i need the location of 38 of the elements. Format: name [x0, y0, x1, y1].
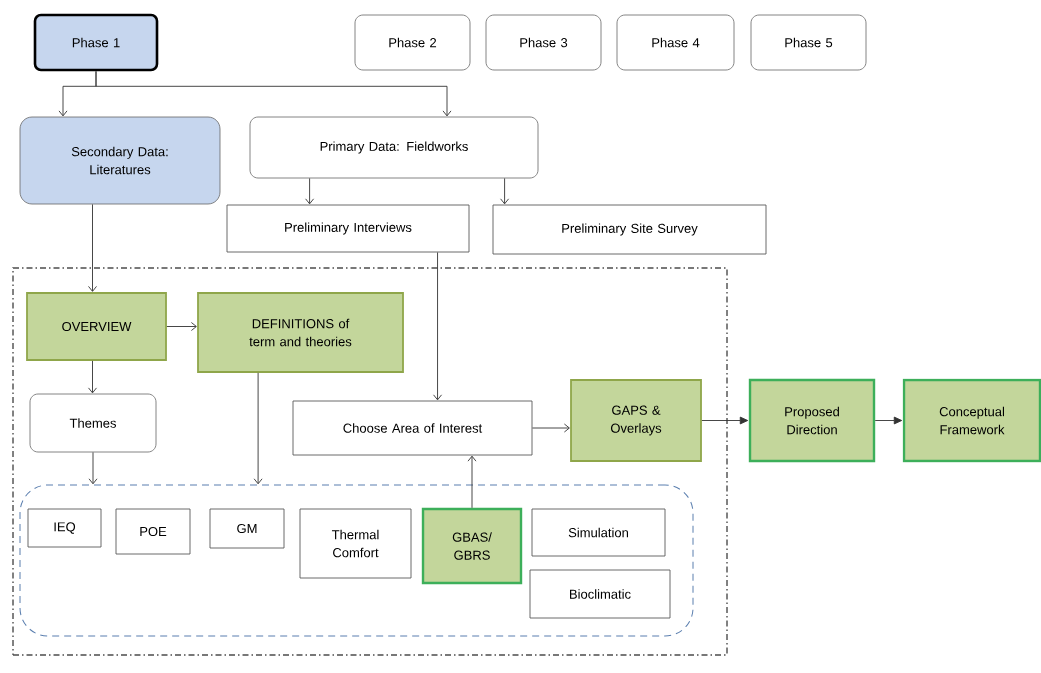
process-box: Preliminary Interviews: [226, 204, 470, 253]
arrow: [253, 372, 263, 485]
arrow: [500, 177, 510, 205]
arrow: [433, 252, 442, 401]
process-box: OVERVIEW: [26, 292, 167, 361]
process-box: Preliminary Site Survey: [492, 204, 767, 255]
process-box: GAPS & Overlays: [570, 379, 702, 462]
topic-box: Thermal Comfort: [299, 508, 412, 579]
arrow: [166, 322, 197, 331]
arrow: [88, 360, 97, 394]
phase-box: Phase 3: [485, 14, 602, 71]
topic-box: GBAS/ GBRS: [421, 507, 523, 585]
arrow: [532, 423, 570, 433]
process-box: Proposed Direction: [748, 378, 876, 463]
data-source-box: Secondary Data: Literatures: [19, 116, 221, 205]
arrow: [467, 455, 477, 509]
topic-box: Bioclimatic: [529, 569, 671, 619]
phase-box: Phase 5: [750, 14, 867, 71]
data-source-box: Primary Data: Fieldworks: [249, 116, 539, 179]
topic-box: IEQ: [27, 508, 102, 548]
group-frame: [12, 267, 728, 656]
arrow: [88, 451, 98, 485]
process-box: Themes: [29, 393, 157, 453]
phase-box: Phase 1: [33, 13, 159, 72]
phase-box: Phase 2: [354, 14, 471, 71]
arrow: [701, 416, 749, 425]
process-box: Choose Area of Interest: [292, 400, 533, 456]
process-box: Conceptual Framework: [902, 378, 1041, 463]
topic-box: POE: [115, 508, 191, 555]
group-frame: [19, 484, 694, 637]
arrow: [874, 416, 903, 425]
arrow: [95, 70, 452, 117]
arrow: [88, 203, 97, 292]
arrow: [305, 177, 315, 205]
process-box: DEFINITIONS of term and theories: [197, 292, 404, 373]
topic-box: Simulation: [531, 508, 666, 557]
phase-box: Phase 4: [616, 14, 735, 71]
topic-box: GM: [209, 508, 285, 549]
